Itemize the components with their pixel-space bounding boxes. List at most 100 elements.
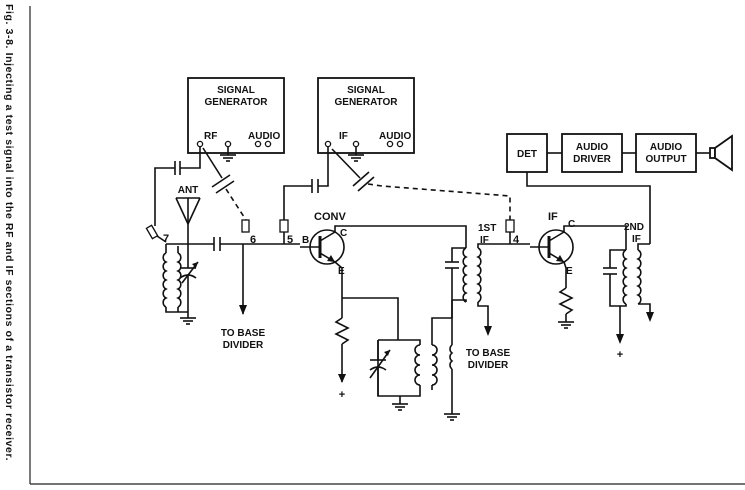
- osc-tank-top: [378, 339, 421, 345]
- second-if-secondary-top: [637, 243, 650, 250]
- test-point-6: 6: [250, 234, 256, 246]
- first-if-cap-bottom: [451, 268, 467, 302]
- conv-base-label: B: [302, 235, 309, 246]
- second-if-label-2: IF: [632, 234, 641, 245]
- test-point-5: 5: [287, 234, 293, 246]
- capacitor-icon: [213, 237, 221, 251]
- ground-jack-icon: [224, 140, 232, 148]
- capacitor-icon: [352, 171, 375, 192]
- test-probe-7-icon: [145, 224, 159, 240]
- signal-generator-rf-title-2: GENERATOR: [205, 97, 269, 108]
- conv-label: CONV: [314, 211, 346, 223]
- first-if-cap-top: [451, 247, 466, 262]
- if-lead-to-point-5: [283, 185, 312, 220]
- signal-generator-rf-title-1: SIGNAL: [217, 85, 255, 96]
- audio-driver-label-2: DRIVER: [573, 154, 612, 165]
- if-output-wire: [318, 147, 329, 187]
- osc-feedback-coil-icon: [449, 344, 454, 370]
- signal-generator-if-title-1: SIGNAL: [347, 85, 385, 96]
- test-point-7: 7: [163, 233, 169, 245]
- capacitor-icon: [311, 179, 319, 193]
- test-probe-6-icon: [241, 219, 250, 233]
- to-base-divider-1-line1: TO BASE: [221, 328, 266, 339]
- emitter-resistor-icon: [334, 317, 350, 345]
- signal-generator-if-output-label: IF: [339, 131, 348, 142]
- if-alt-lead: [331, 148, 361, 179]
- ground-symbol-icon: [220, 147, 236, 162]
- arrow-down-icon: [239, 305, 247, 315]
- arrow-down-icon: [616, 334, 624, 344]
- audio-driver-block: AUDIO DRIVER: [561, 133, 623, 173]
- speaker-icon: [696, 134, 733, 172]
- to-base-divider-2-line1: TO BASE: [466, 348, 511, 359]
- test-point-4: 4: [513, 234, 520, 246]
- ground-jack-icon: [352, 140, 360, 148]
- antenna-icon: ANT: [175, 185, 201, 246]
- capacitor-icon: [174, 161, 181, 175]
- antenna-coil-secondary-icon: [176, 252, 182, 308]
- first-if-secondary-to-base: [477, 243, 530, 248]
- if-emitter-label: E: [566, 266, 573, 277]
- conv-transistor-icon: [300, 229, 345, 265]
- ground-symbol-icon: [444, 413, 460, 421]
- ground-symbol-icon: [558, 321, 574, 329]
- conv-collector-wire: [334, 225, 467, 240]
- capacitor-icon: [603, 267, 617, 275]
- variable-capacitor-icon: [179, 261, 199, 284]
- variable-capacitor-icon: [369, 349, 391, 379]
- if-emitter-resistor-icon: [558, 287, 574, 315]
- rf-alt-lead: [202, 147, 223, 179]
- signal-generator-if: SIGNAL GENERATOR IF AUDIO: [317, 77, 415, 162]
- test-probe-4-icon: [505, 219, 515, 233]
- test-probe-5-icon: [279, 219, 289, 233]
- second-if-to-detector-wire: [526, 172, 651, 244]
- if-plus-label: +: [617, 349, 623, 361]
- signal-generator-if-title-2: GENERATOR: [335, 97, 399, 108]
- emitter-to-osc-wire: [342, 297, 399, 340]
- detector-block: DET: [506, 133, 548, 173]
- first-if-secondary-coil-icon: [476, 247, 482, 303]
- ground-symbol-icon: [180, 317, 196, 325]
- arrow-down-icon: [646, 312, 654, 322]
- rf-dashed-lead: [225, 188, 247, 221]
- audio-output-label-2: OUTPUT: [645, 154, 686, 165]
- second-if-secondary-coil-icon: [636, 249, 642, 305]
- arrow-down-icon: [484, 326, 492, 336]
- first-if-primary-coil-icon: [462, 247, 468, 303]
- osc-coil-to-if-wire: [431, 300, 453, 345]
- figure-caption: Fig. 3-8. Injecting a test signal into t…: [3, 4, 15, 462]
- if-transistor-label: IF: [548, 211, 558, 223]
- conv-plus-label: +: [339, 389, 345, 401]
- signal-generator-if-audio-label: AUDIO: [379, 131, 411, 142]
- conv-collector-label: C: [340, 228, 347, 239]
- signal-generator-if-box: [317, 77, 415, 154]
- if-emitter-wire: [563, 261, 567, 288]
- figure-caption-area: Fig. 3-8. Injecting a test signal into t…: [0, 0, 24, 490]
- second-if-cap-top: [609, 249, 626, 268]
- first-if-label-2: IF: [480, 235, 489, 246]
- first-if-secondary-bottom: [477, 302, 489, 334]
- audio-jack-icon: [254, 140, 262, 148]
- capacitor-icon: [445, 261, 459, 269]
- if-transistor-icon: [530, 229, 574, 265]
- rf-output-wire: [180, 147, 201, 169]
- osc-coil-secondary-icon: [431, 344, 438, 386]
- coil-bottom-wire: [165, 307, 188, 313]
- rf-output-jack-icon: [196, 140, 204, 148]
- arrow-down-icon: [338, 374, 346, 383]
- second-if-label-1: 2ND: [624, 222, 644, 233]
- ground-symbol-icon: [392, 403, 408, 411]
- capacitor-icon: [211, 174, 235, 194]
- detector-label: DET: [517, 149, 537, 160]
- signal-generator-rf-box: [187, 77, 285, 154]
- audio-output-label-1: AUDIO: [650, 142, 682, 153]
- first-if-label-1: 1ST: [478, 223, 496, 234]
- rf-lead-to-point-7: [154, 167, 175, 226]
- osc-coil-primary-icon: [414, 344, 421, 386]
- audio-output-block: AUDIO OUTPUT: [635, 133, 697, 173]
- audio-jack-icon: [386, 140, 394, 148]
- audio-jack-icon: [396, 140, 404, 148]
- signal-generator-rf-audio-label: AUDIO: [248, 131, 280, 142]
